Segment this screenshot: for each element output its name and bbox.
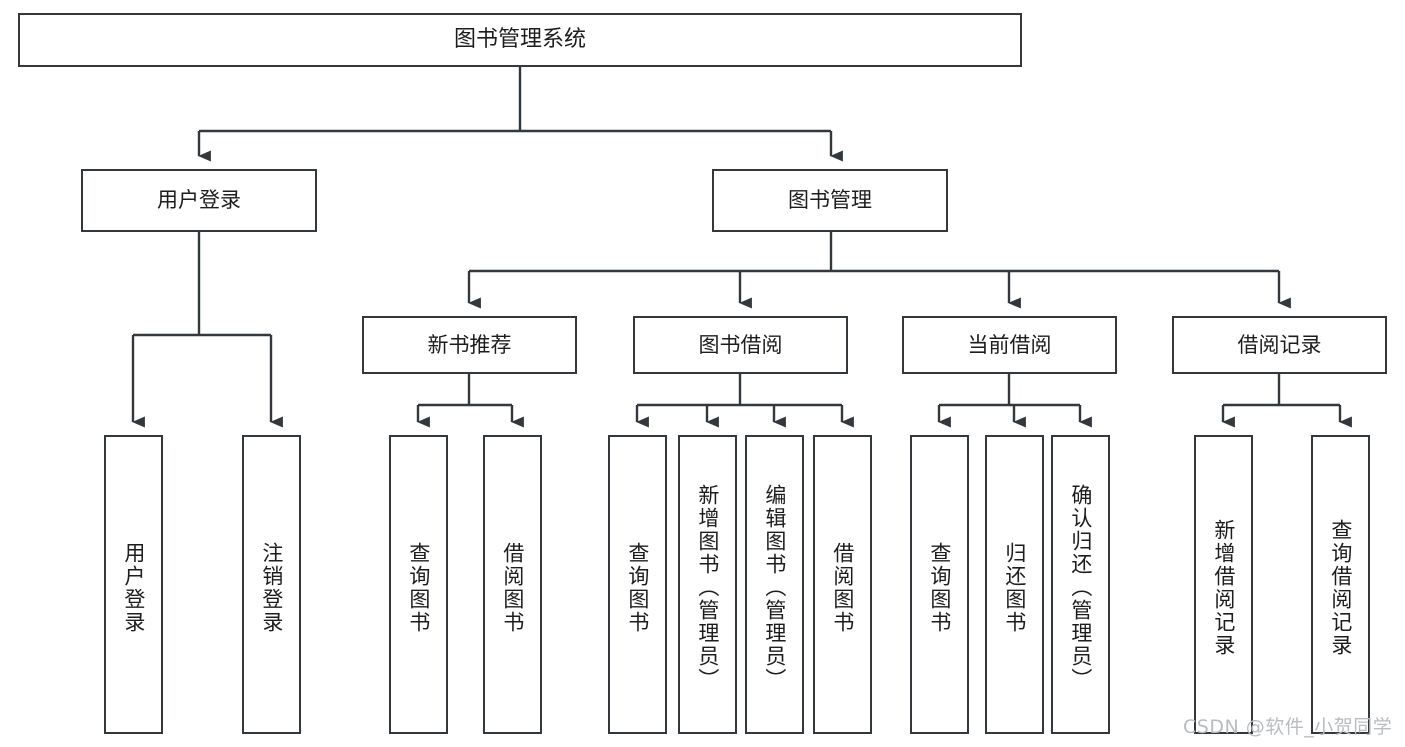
leaf-edit-book-admin[interactable]: 编辑图书（管理员） [745, 435, 804, 734]
leaf-query-books-borrowing[interactable]: 查询图书 [608, 435, 667, 734]
leaf-query-borrow-record[interactable]: 查询借阅记录 [1311, 435, 1370, 734]
node-label: 借阅记录 [1237, 332, 1322, 357]
node-label: 当前借阅 [967, 332, 1052, 357]
watermark: CSDN @软件_小贺同学 [1183, 716, 1393, 738]
leaf-confirm-return-admin[interactable]: 确认归还（管理员） [1051, 435, 1110, 734]
node-label: 新增图书（管理员） [695, 484, 720, 691]
node-root-system[interactable]: 图书管理系统 [18, 13, 1022, 67]
node-label: 新增借阅记录 [1211, 518, 1236, 657]
node-user-login[interactable]: 用户登录 [81, 169, 317, 232]
node-label: 查询图书 [406, 541, 431, 634]
node-label: 借阅图书 [500, 541, 525, 634]
node-label: 图书借阅 [698, 332, 783, 357]
node-current-borrowing[interactable]: 当前借阅 [902, 316, 1117, 374]
leaf-user-login[interactable]: 用户登录 [104, 435, 163, 734]
node-borrowing-records[interactable]: 借阅记录 [1172, 316, 1387, 374]
node-book-borrowing[interactable]: 图书借阅 [633, 316, 848, 374]
node-label: 确认归还（管理员） [1068, 484, 1093, 691]
leaf-query-books-current[interactable]: 查询图书 [910, 435, 969, 734]
leaf-borrow-books-borrowing[interactable]: 借阅图书 [813, 435, 872, 734]
node-label: 注销登录 [259, 541, 284, 634]
node-label: 新书推荐 [427, 332, 512, 357]
node-book-management[interactable]: 图书管理 [712, 169, 948, 232]
node-new-book-recommendation[interactable]: 新书推荐 [362, 316, 577, 374]
leaf-add-book-admin[interactable]: 新增图书（管理员） [678, 435, 737, 734]
node-label: 借阅图书 [830, 541, 855, 634]
node-label: 查询图书 [625, 541, 650, 634]
node-label: 图书管理系统 [453, 27, 586, 53]
leaf-return-books[interactable]: 归还图书 [985, 435, 1044, 734]
node-label: 查询借阅记录 [1328, 518, 1353, 657]
leaf-logout[interactable]: 注销登录 [242, 435, 301, 734]
node-label: 用户登录 [157, 188, 241, 213]
leaf-borrow-books-recommendation[interactable]: 借阅图书 [483, 435, 542, 734]
node-label: 查询图书 [927, 541, 952, 634]
node-label: 图书管理 [788, 188, 872, 213]
leaf-query-books-recommendation[interactable]: 查询图书 [389, 435, 448, 734]
node-label: 用户登录 [121, 541, 146, 634]
node-label: 归还图书 [1002, 541, 1027, 634]
leaf-add-borrow-record[interactable]: 新增借阅记录 [1194, 435, 1253, 734]
node-label: 编辑图书（管理员） [762, 484, 787, 691]
